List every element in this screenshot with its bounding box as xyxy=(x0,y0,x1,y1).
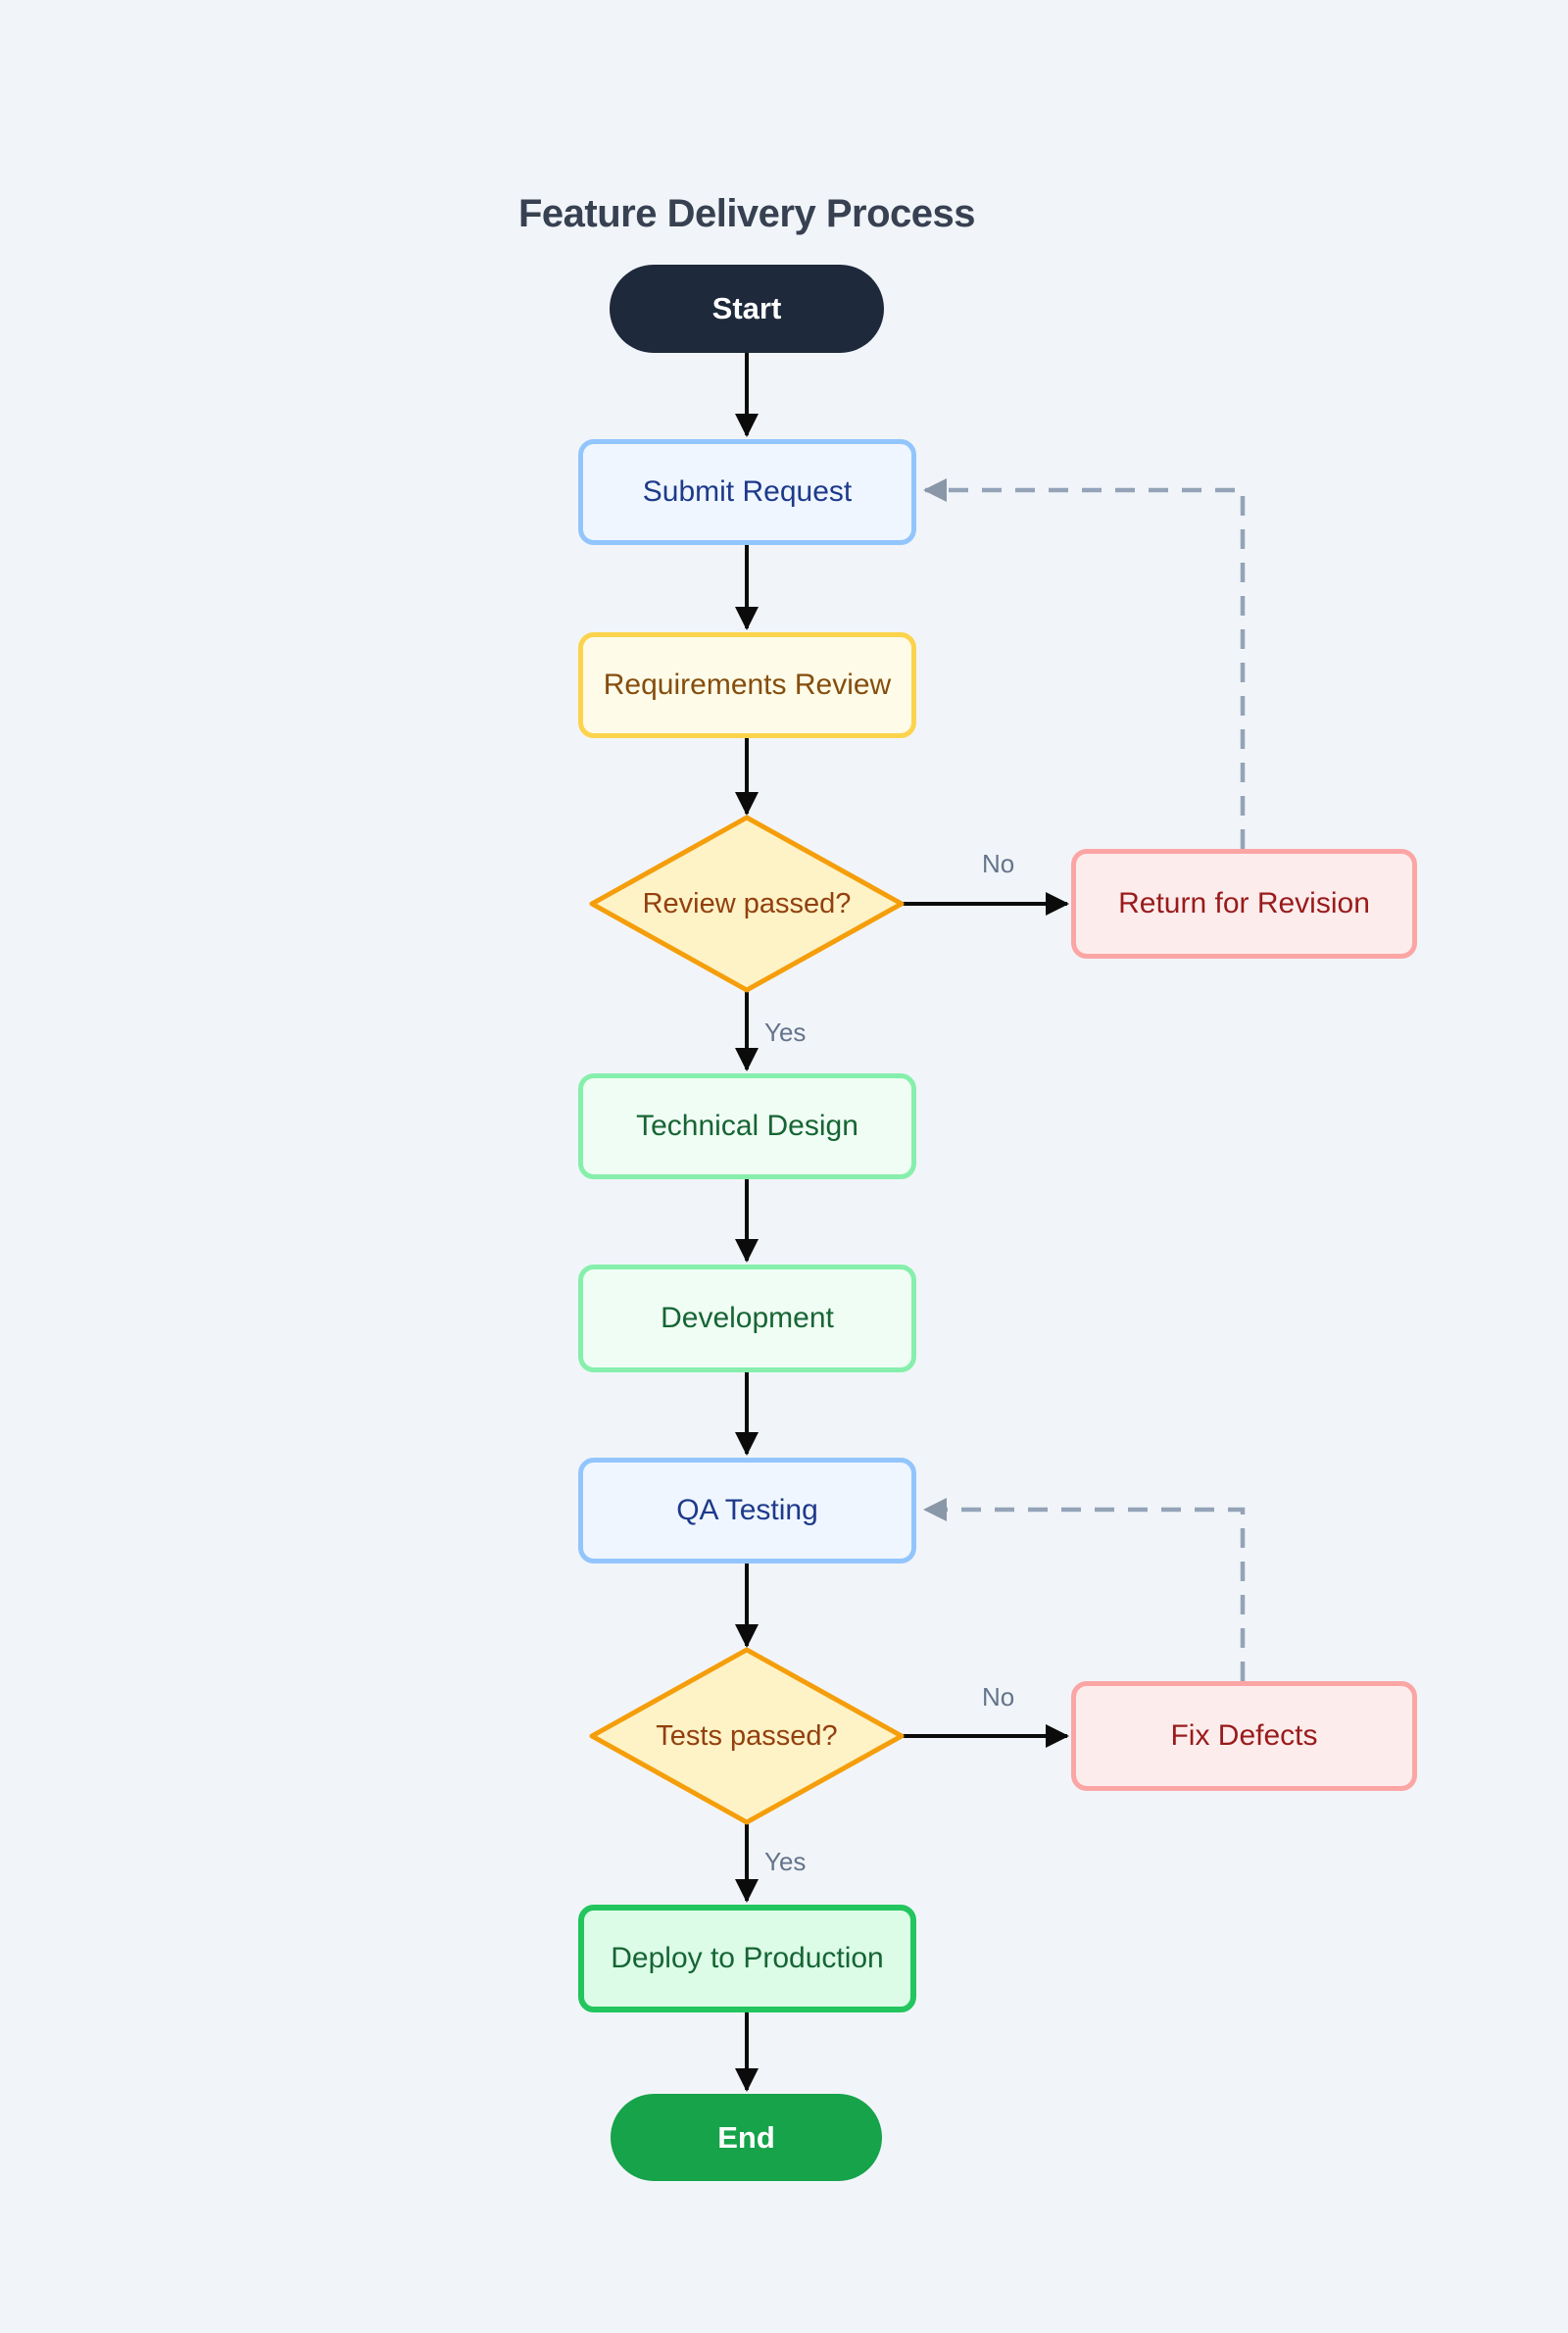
node-review-passed: Review passed? xyxy=(592,818,902,990)
node-deploy-to-production: Deploy to Production xyxy=(578,1905,916,2012)
node-start-label: Start xyxy=(711,291,782,325)
node-qa-testing-label: QA Testing xyxy=(676,1494,818,1526)
node-return-for-revision: Return for Revision xyxy=(1071,849,1417,959)
edge-label-tests-no: No xyxy=(982,1682,1015,1712)
node-end: End xyxy=(611,2094,882,2181)
node-deploy-to-production-label: Deploy to Production xyxy=(611,1942,884,1974)
node-review-passed-label: Review passed? xyxy=(642,887,852,919)
node-return-for-revision-label: Return for Revision xyxy=(1118,887,1370,919)
arrow-return-to-submit-feedback xyxy=(923,478,1246,849)
node-technical-design: Technical Design xyxy=(578,1073,916,1179)
node-development-label: Development xyxy=(661,1302,834,1334)
node-technical-design-label: Technical Design xyxy=(636,1110,858,1142)
node-submit-request-label: Submit Request xyxy=(642,475,853,508)
node-start: Start xyxy=(610,265,884,353)
node-fix-defects-label: Fix Defects xyxy=(1170,1719,1318,1752)
node-submit-request: Submit Request xyxy=(578,439,916,545)
edge-label-review-no: No xyxy=(982,849,1015,878)
edge-label-tests-yes: Yes xyxy=(764,1847,807,1876)
node-qa-testing: QA Testing xyxy=(578,1458,916,1564)
edge-label-review-yes: Yes xyxy=(764,1018,807,1047)
node-tests-passed-label: Tests passed? xyxy=(656,1719,838,1752)
decision-tests-passed-shape xyxy=(589,1647,905,1825)
node-requirements-review: Requirements Review xyxy=(578,632,916,738)
arrow-fix-to-qa-feedback xyxy=(923,1498,1246,1681)
node-end-label: End xyxy=(717,2119,775,2155)
node-development: Development xyxy=(578,1265,916,1372)
page-title: Feature Delivery Process xyxy=(517,192,976,235)
node-tests-passed: Tests passed? xyxy=(592,1650,902,1822)
decision-review-passed-shape xyxy=(589,815,905,993)
node-requirements-review-label: Requirements Review xyxy=(603,669,892,701)
node-fix-defects: Fix Defects xyxy=(1071,1681,1417,1791)
